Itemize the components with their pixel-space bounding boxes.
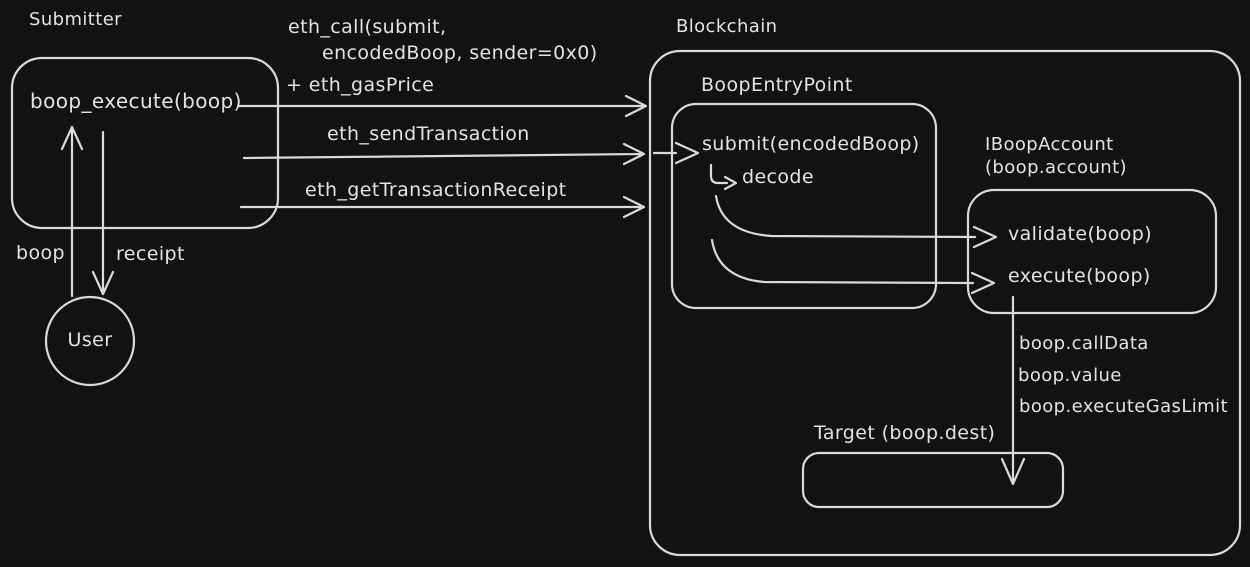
execute-arg-gaslimit: boop.executeGasLimit (1019, 396, 1228, 417)
decode-label: decode (742, 166, 814, 188)
account-title-line1: IBoopAccount (985, 134, 1114, 155)
send-transaction-label: eth_sendTransaction (327, 123, 530, 145)
eth-call-arrow (236, 94, 648, 118)
validate-call-arrow (714, 194, 998, 249)
submit-method-label: submit(encodedBoop) (702, 133, 920, 155)
eth-call-label-line2: encodedBoop, sender=0x0) (322, 42, 598, 64)
target-box (801, 451, 1065, 509)
execute-arg-calldata: boop.callData (1019, 333, 1149, 354)
eth-call-label-line1: eth_call(submit, (288, 16, 447, 38)
boop-arrow-label: boop (16, 242, 65, 264)
user-label: User (67, 329, 113, 351)
get-receipt-arrow (239, 195, 646, 219)
execute-arg-value: boop.value (1018, 365, 1122, 386)
validate-method-label: validate(boop) (1008, 223, 1153, 245)
boop-up-arrow (60, 125, 84, 298)
account-title-line2: (boop.account) (985, 157, 1127, 178)
user-circle (44, 295, 136, 387)
target-title: Target (boop.dest) (814, 422, 996, 444)
submitter-title: Submitter (29, 9, 122, 30)
target-call-arrow (1000, 295, 1026, 486)
account-box (966, 188, 1218, 315)
boop-execute-label: boop_execute(boop) (30, 89, 242, 113)
eth-gas-price-label: + eth_gasPrice (286, 74, 435, 96)
entry-point-box (670, 102, 938, 310)
receipt-arrow-label: receipt (116, 243, 185, 265)
receipt-down-arrow (91, 130, 115, 296)
submitter-box (10, 56, 280, 230)
execute-call-arrow (710, 238, 996, 295)
get-receipt-label: eth_getTransactionReceipt (305, 179, 567, 201)
entry-point-title: BoopEntryPoint (701, 74, 853, 96)
blockchain-box (648, 49, 1242, 557)
send-transaction-arrow (242, 141, 700, 166)
decode-elbow-arrow (709, 163, 738, 191)
blockchain-title: Blockchain (676, 16, 778, 37)
execute-method-label: execute(boop) (1008, 265, 1151, 287)
